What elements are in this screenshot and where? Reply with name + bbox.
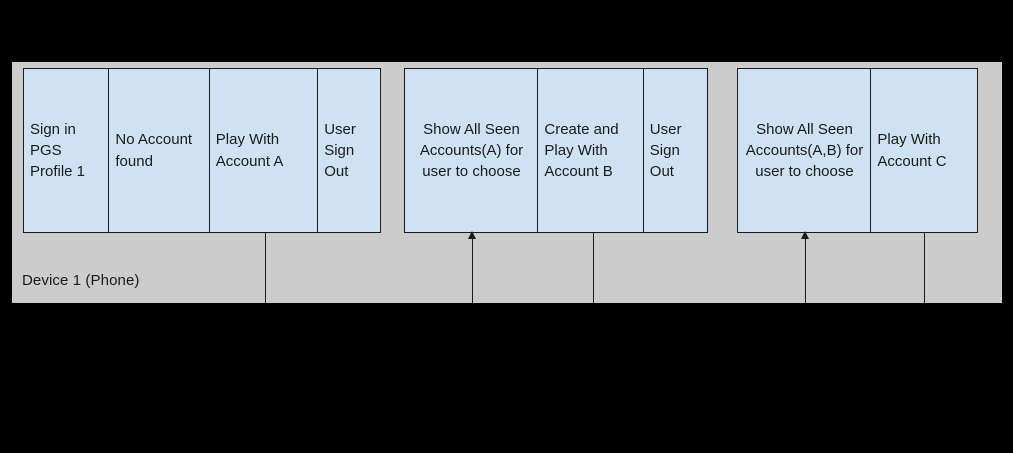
box-label: Show All Seen Accounts(A) for user to ch… <box>419 120 524 181</box>
box-label: Create and Play With Account B <box>544 120 619 181</box>
box-play-with-account-c[interactable]: Play With Account C <box>870 68 979 233</box>
box-play-with-account-a[interactable]: Play With Account A <box>208 68 319 233</box>
box-show-all-seen-accounts-a-b[interactable]: Show All Seen Accounts(A,B) for user to … <box>737 68 872 233</box>
box-create-and-play-with-account-b[interactable]: Create and Play With Account B <box>537 68 645 233</box>
box-user-sign-out-2[interactable]: User Sign Out <box>642 68 708 233</box>
box-label: Play With Account A <box>215 131 284 170</box>
box-sign-in-pgs-profile-1[interactable]: Sign in PGS Profile 1 <box>23 68 110 233</box>
connector-line-5 <box>923 233 926 303</box>
connector-line-2 <box>471 238 474 303</box>
connector-line-3 <box>592 233 595 303</box>
connector-line-4 <box>804 238 807 303</box>
box-label: Show All Seen Accounts(A,B) for user to … <box>745 120 864 181</box>
box-label: Play With Account C <box>877 131 947 170</box>
box-no-account-found[interactable]: No Account found <box>108 68 211 233</box>
connector-line-1 <box>264 233 267 303</box>
box-label: User Sign Out <box>324 120 356 181</box>
connector-arrowhead-2-icon <box>801 231 809 239</box>
box-user-sign-out-1[interactable]: User Sign Out <box>317 68 382 233</box>
box-show-all-seen-accounts-a[interactable]: Show All Seen Accounts(A) for user to ch… <box>404 68 539 233</box>
swimlane-label: Device 1 (Phone) <box>22 272 140 289</box>
box-label: No Account found <box>115 131 193 170</box>
box-label: User Sign Out <box>649 120 682 181</box>
connector-arrowhead-1-icon <box>468 231 476 239</box>
box-label: Sign in PGS Profile 1 <box>30 120 86 181</box>
